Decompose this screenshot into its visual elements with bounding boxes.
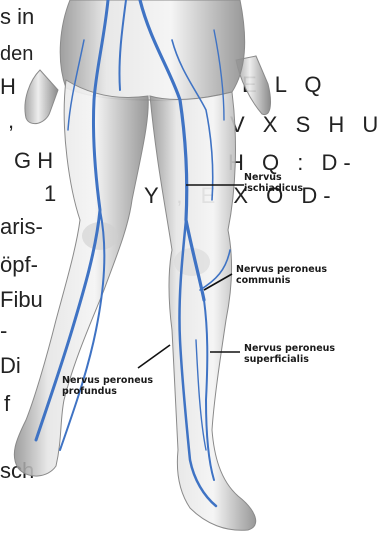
left-hand (25, 70, 58, 124)
label-superficialis-line2: superficialis (244, 354, 335, 365)
label-profundus-line2: profundus (62, 386, 153, 397)
label-nervus-peroneus-profundus: Nervus peroneus profundus (62, 375, 153, 397)
label-communis-line2: communis (236, 275, 327, 286)
label-communis-line1: Nervus peroneus (236, 264, 327, 275)
label-superficialis-line1: Nervus peroneus (244, 343, 335, 354)
left-leg (14, 80, 148, 476)
label-nervus-peroneus-superficialis: Nervus peroneus superficialis (244, 343, 335, 365)
label-ischiadicus-line1: Nervus (244, 172, 303, 183)
pelvis (60, 0, 244, 101)
label-ischiadicus-line2: ischiadicus (244, 183, 303, 194)
label-nervus-ischiadicus: Nervus ischiadicus (244, 172, 303, 194)
label-profundus-line1: Nervus peroneus (62, 375, 153, 386)
right-leg (150, 92, 256, 530)
label-nervus-peroneus-communis: Nervus peroneus communis (236, 264, 327, 286)
